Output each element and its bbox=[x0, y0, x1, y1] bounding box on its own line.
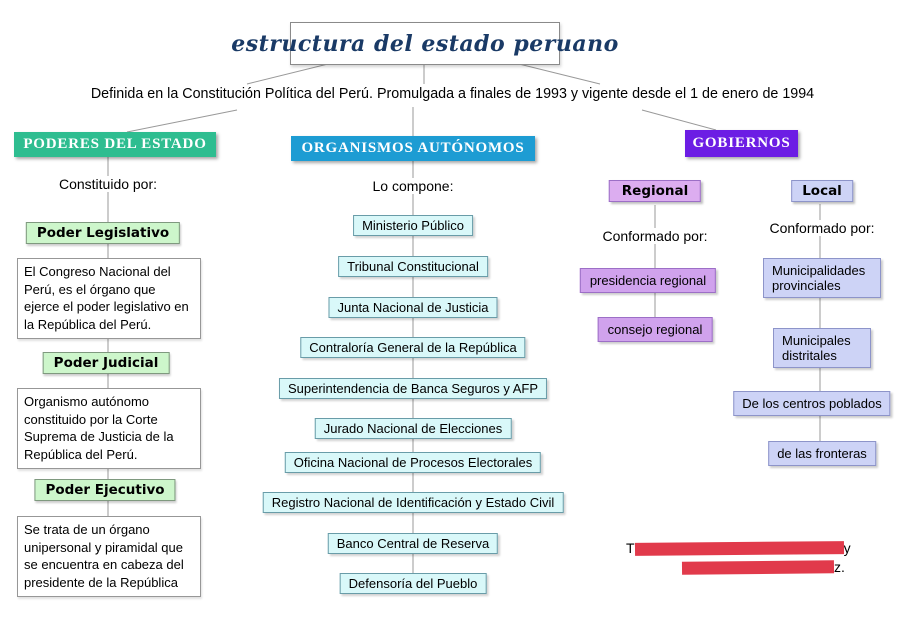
node-poder-legislativo: Poder Legislativo bbox=[25, 222, 181, 244]
node-oficina-procesos-electorales: Oficina Nacional de Procesos Electorales bbox=[284, 452, 542, 473]
credits-line-2: z. bbox=[681, 559, 851, 575]
credits-line-1: T y bbox=[626, 540, 851, 556]
redaction-bar-1 bbox=[634, 540, 844, 556]
page-title: estructura del estado peruano bbox=[231, 30, 619, 57]
node-presidencia-regional: presidencia regional bbox=[579, 268, 717, 293]
node-banco-central-reserva: Banco Central de Reserva bbox=[327, 533, 499, 554]
node-consejo-regional: consejo regional bbox=[597, 317, 713, 342]
header-poderes-del-estado: PODERES DEL ESTADO bbox=[14, 132, 216, 157]
regional-intro-label: Conformado por: bbox=[598, 228, 712, 244]
title-box: estructura del estado peruano bbox=[231, 22, 618, 65]
node-junta-nacional-de-justicia: Junta Nacional de Justicia bbox=[328, 297, 498, 318]
subtitle: Definida en la Constitución Política del… bbox=[90, 86, 815, 102]
node-de-las-fronteras: de las fronteras bbox=[768, 441, 876, 466]
credits-line1-start: T bbox=[626, 540, 635, 556]
node-jurado-nacional-elecciones: Jurado Nacional de Elecciones bbox=[314, 418, 512, 439]
node-defensoria-del-pueblo: Defensoría del Pueblo bbox=[339, 573, 487, 594]
node-gobierno-local: Local bbox=[791, 180, 853, 202]
poderes-intro-label: Constituido por: bbox=[54, 176, 162, 192]
desc-poder-judicial: Organismo autónomo constituido por la Co… bbox=[17, 388, 201, 469]
node-municipales-distritales: Municipales distritales bbox=[773, 328, 871, 368]
node-centros-poblados: De los centros poblados bbox=[733, 391, 891, 416]
node-tribunal-constitucional: Tribunal Constitucional bbox=[338, 256, 488, 277]
credits-line1-end: y bbox=[843, 540, 851, 556]
desc-poder-legislativo: El Congreso Nacional del Perú, es el órg… bbox=[17, 258, 201, 339]
node-ministerio-publico: Ministerio Público bbox=[353, 215, 473, 236]
credits-line2-end: z. bbox=[834, 559, 845, 575]
node-contraloria-general: Contraloría General de la República bbox=[300, 337, 526, 358]
header-organismos-autonomos: ORGANISMOS AUTÓNOMOS bbox=[291, 136, 535, 161]
node-poder-judicial: Poder Judicial bbox=[42, 352, 170, 374]
credits-redacted: T y z. bbox=[626, 540, 851, 575]
node-poder-ejecutivo: Poder Ejecutivo bbox=[34, 479, 176, 501]
header-gobiernos: GOBIERNOS bbox=[685, 130, 798, 157]
desc-poder-ejecutivo: Se trata de un órgano unipersonal y pira… bbox=[17, 516, 201, 597]
node-superintendencia-banca: Superintendencia de Banca Seguros y AFP bbox=[278, 378, 548, 399]
node-registro-identificacion: Registro Nacional de Identificación y Es… bbox=[262, 492, 564, 513]
local-intro-label: Conformado por: bbox=[765, 220, 879, 236]
node-municipalidades-provinciales: Municipalidades provinciales bbox=[763, 258, 881, 298]
redaction-bar-2 bbox=[681, 559, 835, 575]
node-gobierno-regional: Regional bbox=[608, 180, 702, 202]
organismos-intro-label: Lo compone: bbox=[368, 178, 458, 194]
